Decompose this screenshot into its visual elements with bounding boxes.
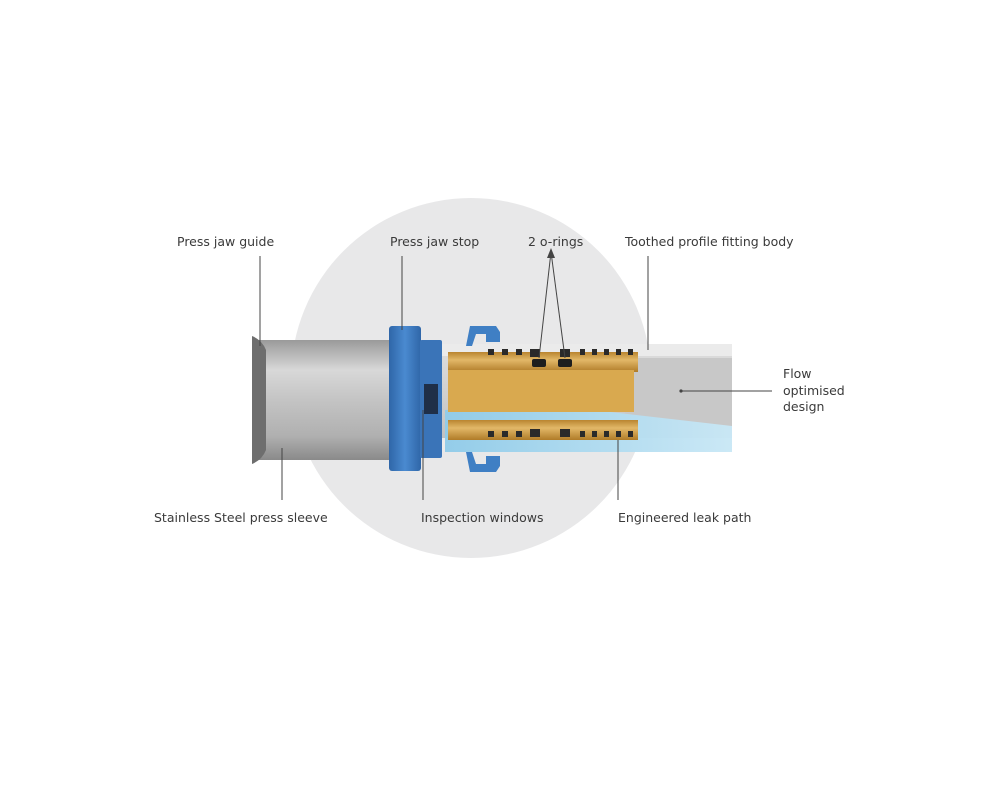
blue-clip-bottom <box>466 452 500 472</box>
leader-dot-flow <box>679 389 683 393</box>
leader-o-ring-2 <box>550 251 566 359</box>
teeth-upper <box>488 349 633 357</box>
arrowhead-o-rings <box>547 248 555 258</box>
brass-insert-lower <box>448 420 638 440</box>
label-press-jaw-stop: Press jaw stop <box>390 234 480 249</box>
leader-lines <box>259 251 772 500</box>
leader-o-ring-1 <box>538 251 552 359</box>
label-toothed-profile: Toothed profile fitting body <box>625 234 794 249</box>
press-jaw-guide-lip <box>252 336 266 464</box>
blue-clip-top <box>466 326 500 346</box>
teeth-lower <box>488 429 633 437</box>
label-stainless-sleeve: Stainless Steel press sleeve <box>154 510 328 525</box>
brass-insert-core <box>448 370 634 412</box>
label-flow-optimised: Flow optimised design <box>783 366 845 414</box>
label-press-jaw-guide: Press jaw guide <box>177 234 275 249</box>
label-o-rings: 2 o-rings <box>528 234 584 249</box>
inspection-window <box>424 384 438 414</box>
steel-press-sleeve <box>252 340 398 460</box>
o-ring-2 <box>558 359 572 367</box>
blue-jaw-stop <box>389 326 421 471</box>
label-inspection-windows: Inspection windows <box>421 510 544 525</box>
o-ring-1 <box>532 359 546 367</box>
label-leak-path: Engineered leak path <box>618 510 752 525</box>
